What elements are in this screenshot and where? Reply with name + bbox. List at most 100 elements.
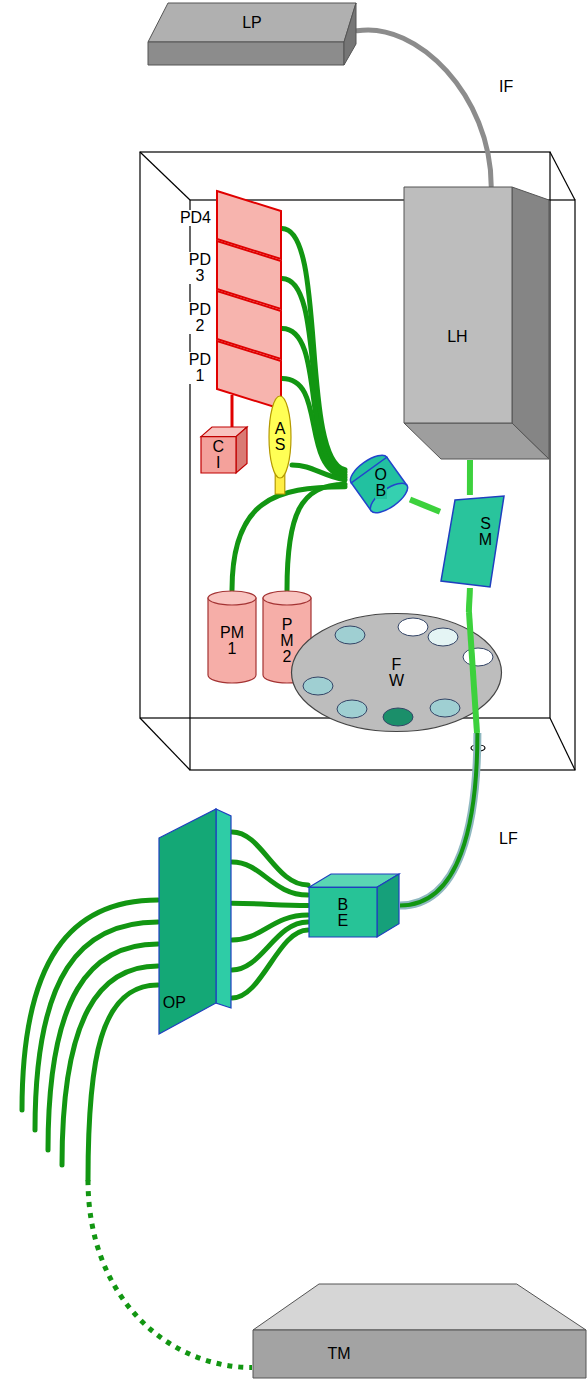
photodiode-panel: PD 1 (216, 340, 282, 410)
optical-fiber (400, 733, 477, 906)
beam-expander: B E (308, 873, 400, 938)
box-top-face (148, 3, 356, 42)
node-label: P M 2 (280, 617, 293, 665)
node-label: PD4 (179, 210, 212, 226)
optical-fiber (292, 465, 345, 480)
laser-power-box-shape (147, 2, 357, 66)
cube-front-face (201, 437, 236, 473)
signal-cable (357, 30, 491, 186)
filter-hole (335, 626, 365, 644)
node-label: PD 1 (188, 352, 212, 384)
box-side-face (512, 187, 549, 459)
wheel-group (292, 612, 502, 733)
light-beam (469, 588, 470, 612)
filter-hole (463, 648, 493, 666)
photodiode-panel-shape (216, 340, 282, 410)
enclosure-edge (550, 718, 575, 770)
node-label: O B (375, 467, 387, 499)
node-label: PD 2 (188, 302, 212, 334)
node-label: F W (389, 657, 404, 689)
filter-hole (383, 708, 413, 726)
enclosure-edge (550, 152, 575, 200)
light-beam (467, 460, 473, 495)
photomultiplier: PM 1 (207, 590, 257, 683)
aperture-lens: A S (268, 395, 292, 495)
box-front-face (404, 187, 512, 423)
fiber-bundle (232, 832, 308, 998)
laser-head-shape (403, 186, 550, 460)
node-label: PD 3 (188, 252, 212, 284)
node-label: LH (447, 329, 467, 345)
node-label: LP (242, 15, 262, 31)
light-beam (469, 588, 470, 612)
node-label: B E (338, 897, 349, 929)
cylinder-top (208, 591, 256, 605)
optical-fiber (35, 922, 158, 1130)
optical-fiber (287, 484, 345, 590)
filter-wheel: F W (290, 612, 503, 733)
module-front (253, 1330, 586, 1378)
optical-fiber (287, 484, 345, 590)
node-label: C I (212, 439, 224, 471)
optical-fiber (282, 329, 345, 475)
optical-fiber (292, 465, 345, 480)
cube-front-face (309, 887, 377, 937)
optical-fiber (232, 903, 308, 905)
light-beam (410, 500, 440, 512)
fiber-jacket (400, 733, 477, 906)
mirror-group (441, 496, 504, 587)
node-label: S M (479, 516, 492, 548)
output-plate: OP (158, 808, 232, 1035)
filter-hole (430, 699, 460, 717)
target-module: TM (252, 1283, 587, 1379)
filter-hole (337, 700, 367, 718)
cylinder-top (263, 591, 311, 605)
camera-cube: C I (200, 426, 248, 474)
optical-fiber (232, 832, 308, 885)
fiber-label: IF (497, 78, 515, 96)
laser-power-box: LP (147, 2, 357, 66)
optical-fiber (232, 903, 308, 905)
signal-cable (357, 30, 491, 186)
plate-front (159, 809, 216, 1034)
scan-mirror: S M (440, 495, 505, 588)
module-top (253, 1284, 586, 1330)
optical-fiber (88, 985, 158, 1180)
laser-head: LH (403, 186, 550, 460)
cube-side-face (377, 874, 399, 937)
cube-side-face (236, 427, 247, 473)
optical-fiber (232, 862, 308, 895)
node-label: A S (275, 421, 286, 453)
node-label: TM (328, 1346, 351, 1362)
dotted-fiber (88, 1180, 252, 1368)
panel-support (231, 395, 234, 430)
objective-cylinder: O B (345, 440, 410, 525)
enclosure-edge (140, 718, 190, 770)
cylinder-group (346, 450, 412, 518)
enclosure-frame (140, 152, 575, 770)
lens-disc (269, 396, 291, 478)
beam-expander-shape (308, 873, 400, 938)
node-label: PM 1 (220, 625, 244, 657)
filter-hole (398, 618, 428, 636)
optical-fiber (282, 329, 345, 475)
detector-panel-shape (217, 341, 281, 409)
scan-mirror-shape (440, 495, 505, 588)
cylinder-body (208, 598, 256, 683)
optical-fiber (400, 733, 477, 906)
plate-side (216, 809, 231, 1008)
enclosure-back (140, 152, 550, 718)
target-module-shape (252, 1283, 587, 1379)
optical-fiber (232, 930, 308, 998)
light-beam (469, 612, 477, 733)
node-label: OP (163, 995, 186, 1011)
optical-fiber (62, 966, 158, 1165)
box-front-face (148, 42, 344, 65)
filter-hole (303, 677, 333, 695)
plate-group (159, 809, 231, 1034)
optical-fiber (88, 985, 252, 1367)
box-side-face (344, 3, 356, 65)
enclosure-edge (140, 152, 190, 200)
filter-hole (428, 628, 458, 646)
